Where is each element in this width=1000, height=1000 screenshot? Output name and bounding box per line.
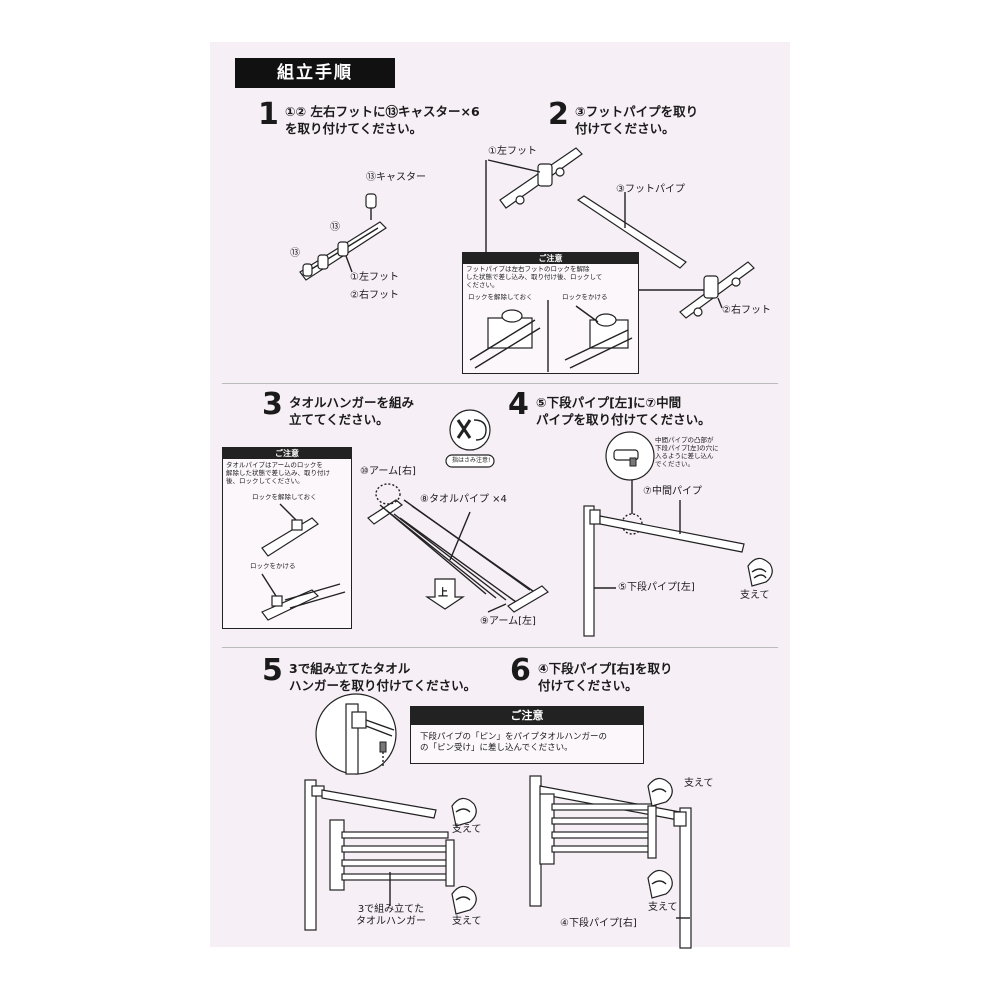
arm-right-label: ⑩アーム[右] bbox=[360, 466, 416, 477]
support-label: 支えて bbox=[684, 778, 714, 789]
foot-pipe-label: ③フットパイプ bbox=[616, 184, 685, 195]
unlock-label: ロックを解除しておく bbox=[252, 493, 317, 501]
hanger-label: 3で組み立てた タオルハンガー bbox=[356, 904, 426, 927]
unlock-label: ロックを解除しておく bbox=[468, 293, 533, 301]
step-number: 1 bbox=[258, 97, 279, 132]
caution-title: ご注意 bbox=[463, 253, 638, 264]
caution-text: 下段パイプの「ピン」をパイプタオルハンガーの の「ピン受け」に差し込んでください… bbox=[420, 732, 608, 753]
caster-mark: ⑬ bbox=[290, 248, 300, 259]
right-foot-label: ②右フット bbox=[722, 305, 771, 316]
lower-pipe-left-label: ⑤下段パイプ[左] bbox=[618, 582, 695, 593]
step-number: 6 bbox=[510, 653, 531, 688]
caution-title: ご注意 bbox=[223, 448, 351, 459]
caster-label: ⑬キャスター bbox=[366, 172, 426, 183]
right-foot-label: ②右フット bbox=[350, 290, 399, 301]
divider bbox=[222, 647, 778, 648]
support-label: 支えて bbox=[648, 902, 678, 913]
support-label: 支えて bbox=[452, 916, 482, 927]
step-instruction: ①② 左右フットに⑬キャスター×6 を取り付けてください。 bbox=[285, 104, 480, 136]
step-instruction: ⑤下段パイプ[左]に⑦中間 パイプを取り付けてください。 bbox=[536, 395, 711, 427]
towel-pipe-label: ⑧タオルパイプ ×4 bbox=[420, 494, 507, 505]
step-number: 3 bbox=[262, 387, 283, 422]
lock-label: ロックをかける bbox=[562, 293, 608, 301]
page-title: 組立手順 bbox=[235, 58, 395, 88]
lock-label: ロックをかける bbox=[250, 562, 296, 570]
step-instruction: ④下段パイプ[右]を取り 付けてください。 bbox=[538, 661, 673, 693]
lower-pipe-right-label: ④下段パイプ[右] bbox=[560, 918, 637, 929]
caution-text: タオルパイプはアームのロックを 解除した状態で差し込み、取り付け 後、ロックして… bbox=[226, 461, 330, 485]
step-instruction: 3で組み立てたタオル ハンガーを取り付けてください。 bbox=[289, 661, 477, 693]
left-foot-label: ①左フット bbox=[350, 272, 399, 283]
support-label: 支えて bbox=[740, 590, 770, 601]
step-number: 5 bbox=[262, 653, 283, 688]
step-instruction: タオルハンガーを組み 立ててください。 bbox=[289, 395, 415, 427]
divider bbox=[222, 383, 778, 384]
step-number: 2 bbox=[548, 97, 569, 132]
caution-title: ご注意 bbox=[411, 707, 643, 725]
arm-left-label: ⑨アーム[左] bbox=[480, 616, 536, 627]
caution-note: ご注意 bbox=[410, 706, 644, 764]
middle-pipe-label: ⑦中間パイプ bbox=[643, 486, 702, 497]
left-foot-label: ①左フット bbox=[488, 146, 537, 157]
step-instruction: ③フットパイプを取り 付けてください。 bbox=[575, 104, 699, 136]
caster-mark: ⑬ bbox=[330, 222, 340, 233]
middle-pipe-callout: 中間パイプの凸部が 下段パイプ[左]の穴に 入るように差し込ん でください。 bbox=[655, 436, 719, 468]
support-label: 支えて bbox=[452, 824, 482, 835]
pinch-warning-label: 指はさみ注意! bbox=[452, 457, 491, 464]
arrow-label: 上 bbox=[438, 588, 448, 599]
caution-note: ご注意 bbox=[462, 252, 639, 374]
caution-text: フットパイプは左右フットのロックを解除 した状態で差し込み、取り付け後、ロックし… bbox=[466, 265, 603, 289]
step-number: 4 bbox=[508, 387, 529, 422]
